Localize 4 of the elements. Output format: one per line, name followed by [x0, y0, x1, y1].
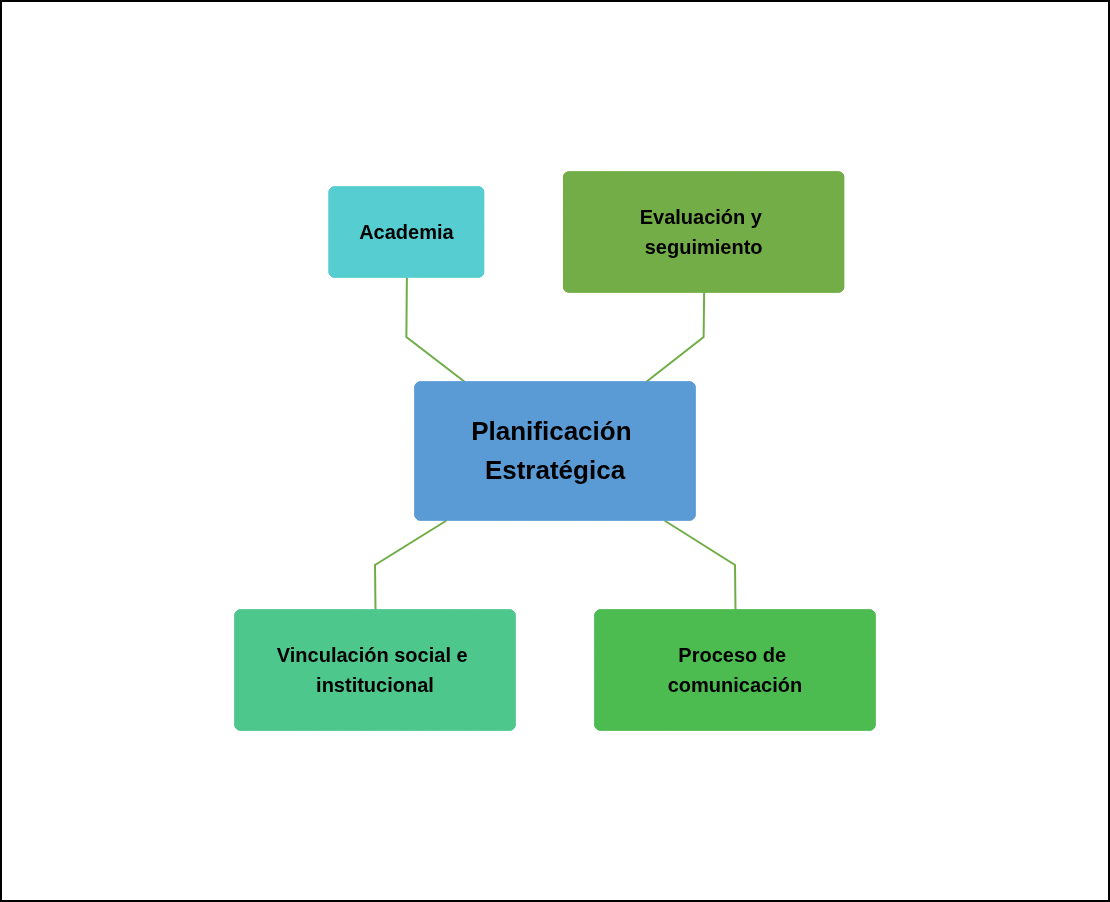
connector: [405, 276, 467, 384]
connector: [663, 519, 737, 612]
connector: [644, 291, 706, 384]
connector: [374, 519, 448, 612]
